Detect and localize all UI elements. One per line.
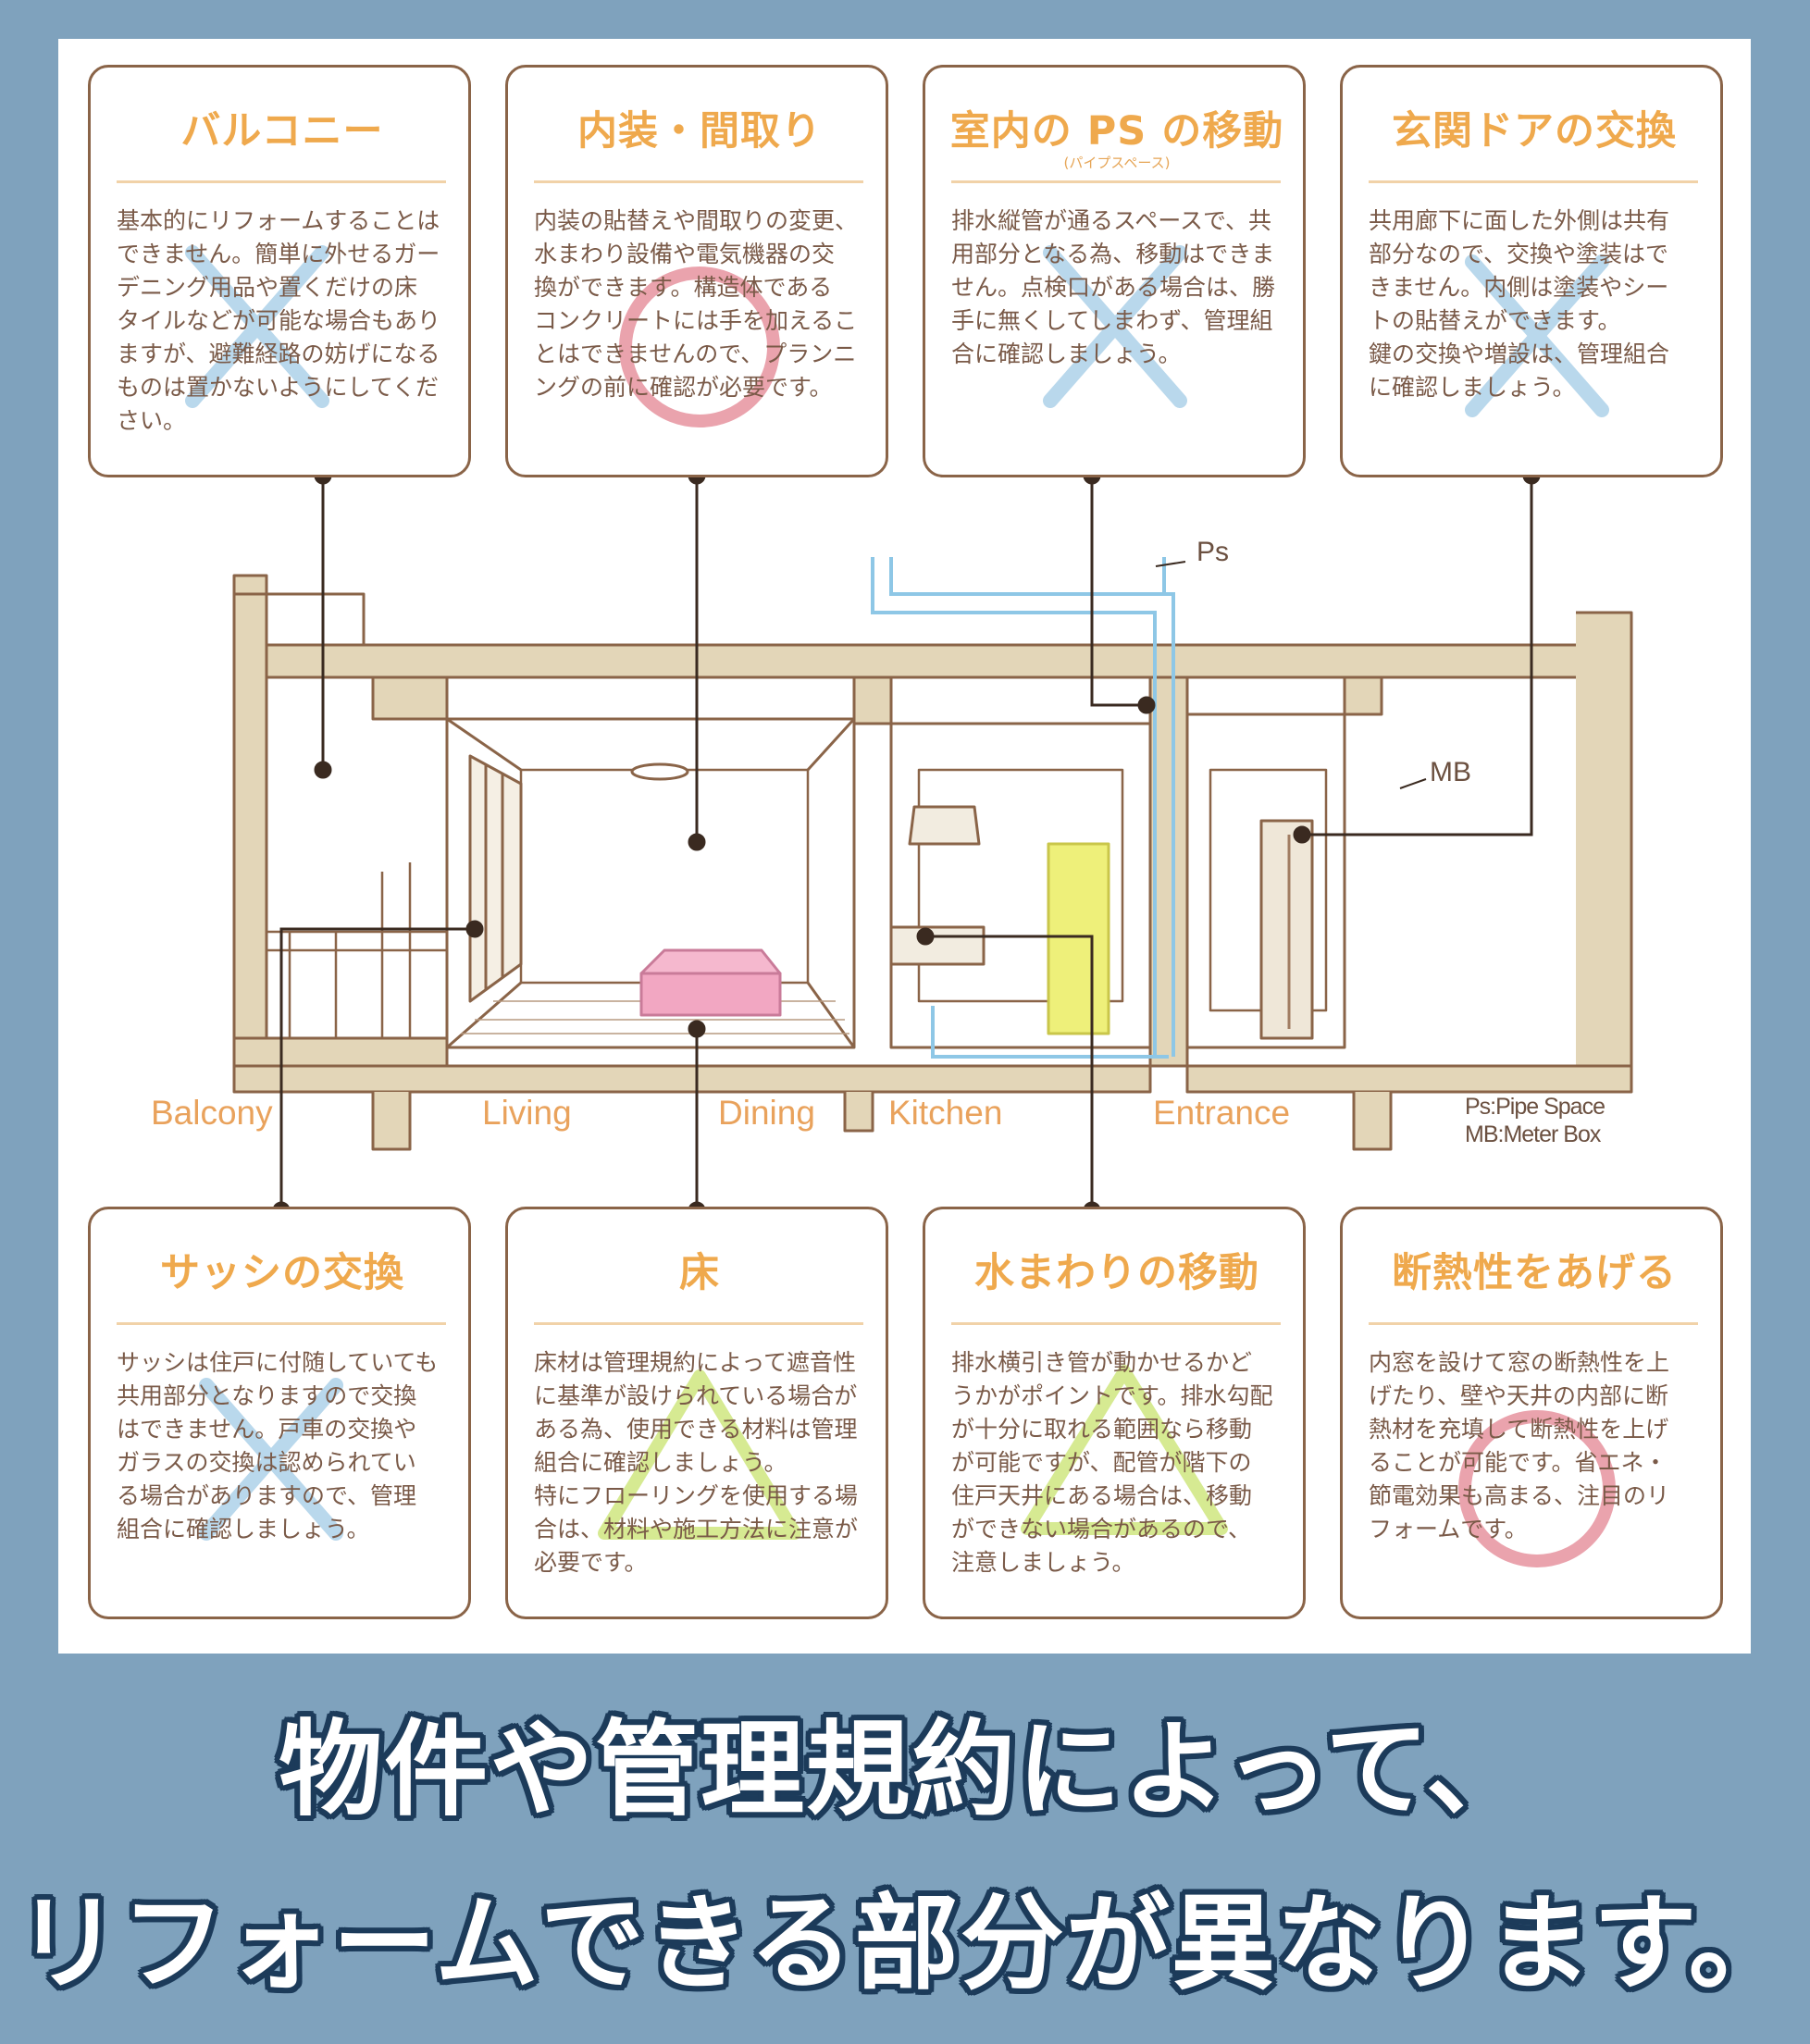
card-body: 床材は管理規約によって遮音性 に基準が設けられている場合が ある為、使用できる材… xyxy=(534,1349,859,1576)
legend-pipe-space: Ps:Pipe Space xyxy=(1465,1094,1605,1120)
pipe-lines xyxy=(871,557,1175,1059)
sash-window xyxy=(468,754,523,1003)
circle-mark-icon xyxy=(1458,1410,1616,1567)
card-title: 玄関ドアの交換 xyxy=(1392,108,1677,155)
room-label-entrance: Entrance xyxy=(1153,1094,1291,1132)
sofa xyxy=(639,972,782,1017)
card-title: バルコニー xyxy=(180,108,384,155)
caption-line-2: リフォームできる部分が異なります。 xyxy=(16,1884,1794,2004)
card-body: 排水縦管が通るスペースで、共 用部分となる為、移動はできま せん。点検口がある場… xyxy=(951,207,1276,367)
card-ps-relocation: 室内の PS の移動 (パイプスペース) 排水縦管が通るスペースで、共 用部分と… xyxy=(923,65,1306,477)
illustration-panel: Balcony Living Dining Kitchen Entrance P… xyxy=(58,39,1751,1654)
card-subtitle: (パイプスペース) xyxy=(1063,155,1171,171)
card-divider xyxy=(534,180,863,183)
room-label-kitchen: Kitchen xyxy=(888,1094,1003,1132)
card-title: サッシの交換 xyxy=(160,1250,404,1296)
upper-slab xyxy=(232,643,1633,679)
balcony-slab xyxy=(232,1036,449,1068)
structure-left-bottom xyxy=(371,1092,412,1151)
range-hood xyxy=(908,805,981,846)
card-divider xyxy=(1369,1322,1698,1325)
card-floor: 床 床材は管理規約によって遮音性 に基準が設けられている場合が ある為、使用でき… xyxy=(505,1207,888,1619)
card-body: 内装の貼替えや間取りの変更、 水まわり設備や電気機器の交 換ができます。構造体で… xyxy=(534,207,859,401)
triangle-mark-icon xyxy=(598,1369,801,1540)
card-entrance-door: 玄関ドアの交換 共用廊下に面した外側は共有 部分なので、交換や塗装はで きません… xyxy=(1340,65,1723,477)
card-title: 断熱性をあげる xyxy=(1392,1250,1677,1296)
cross-mark-icon xyxy=(1043,245,1187,408)
triangle-mark-icon xyxy=(1021,1365,1228,1535)
card-plumbing-relocation: 水まわりの移動 排水横引き管が動かせるかど うかがポイントです。排水勾配 が十分… xyxy=(923,1207,1306,1619)
card-title: 室内の PS の移動 xyxy=(949,108,1284,155)
card-body: 基本的にリフォームすることは できません。簡単に外せるガー デニング用品や置くだ… xyxy=(117,207,441,434)
legend-meter-box: MB:Meter Box xyxy=(1465,1121,1601,1147)
pipe-label-mb: MB xyxy=(1430,757,1471,787)
cross-mark-icon xyxy=(185,245,329,408)
structure-right-bottom xyxy=(1352,1092,1393,1151)
balcony-wall xyxy=(232,574,268,1068)
circle-mark-icon xyxy=(619,266,780,427)
card-body: 内窓を設けて窓の断熱性を上 げたり、壁や天井の内部に断 熱材を充填して断熱性を上… xyxy=(1369,1349,1670,1542)
card-sash-replacement: サッシの交換 サッシは住戸に付随していても 共用部分となりますので交換 はできま… xyxy=(88,1207,471,1619)
pipe-label-ps: Ps xyxy=(1196,537,1230,567)
structure-kitchen-bottom xyxy=(843,1092,874,1133)
card-balcony: バルコニー 基本的にリフォームすることは できません。簡単に外せるガー デニング… xyxy=(88,65,471,477)
kitchen-counter xyxy=(889,925,986,966)
card-title: 床 xyxy=(679,1250,720,1296)
card-insulation: 断熱性をあげる 内窓を設けて窓の断熱性を上 げたり、壁や天井の内部に断 熱材を充… xyxy=(1340,1207,1723,1619)
entrance-door xyxy=(1259,819,1314,1040)
ceiling-light xyxy=(630,762,689,781)
apartment-cross-section xyxy=(232,466,1633,1220)
fridge xyxy=(1047,842,1110,1035)
card-interior-layout: 内装・間取り 内装の貼替えや間取りの変更、 水まわり設備や電気機器の交 換ができ… xyxy=(505,65,888,477)
card-divider xyxy=(951,180,1281,183)
cross-mark-icon xyxy=(199,1378,343,1541)
beam-right xyxy=(1343,675,1383,716)
card-body: 排水横引き管が動かせるかど うかがポイントです。排水勾配 が十分に取れる範囲なら… xyxy=(951,1349,1273,1576)
caption-line-1: 物件や管理規約によって、 xyxy=(279,1710,1531,1830)
room-label-balcony: Balcony xyxy=(151,1094,273,1132)
structure-right-wall xyxy=(1576,611,1633,1068)
card-body: サッシは住戸に付随していても 共用部分となりますので交換 はできません。戸車の交… xyxy=(117,1349,439,1542)
card-divider xyxy=(117,180,446,183)
card-divider xyxy=(117,1322,446,1325)
card-body: 共用廊下に面した外側は共有 部分なので、交換や塗装はで きません。内側は塗装やシ… xyxy=(1369,207,1670,401)
beam-center xyxy=(852,675,893,725)
lower-floor-slab xyxy=(232,1064,1152,1094)
card-title: 内装・間取り xyxy=(577,108,822,155)
room-label-dining: Dining xyxy=(718,1094,815,1132)
room-label-living: Living xyxy=(482,1094,572,1132)
beam-left xyxy=(371,675,449,721)
entrance-floor-slab xyxy=(1185,1064,1633,1094)
card-divider xyxy=(1369,180,1698,183)
structure-left-top xyxy=(234,592,366,645)
card-title: 水まわりの移動 xyxy=(974,1250,1259,1296)
card-divider xyxy=(951,1322,1281,1325)
card-divider xyxy=(534,1322,863,1325)
cross-mark-icon xyxy=(1465,254,1609,417)
